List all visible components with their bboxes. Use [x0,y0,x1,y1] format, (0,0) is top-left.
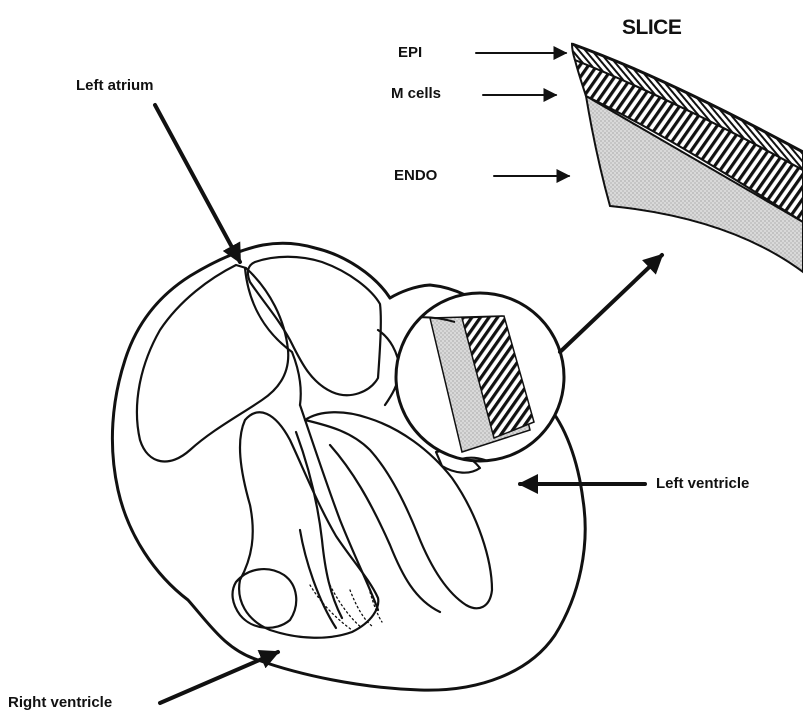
slice-enlargement [572,44,803,272]
right-atrium-cavity [137,265,288,461]
arrow-left-atrium [155,105,240,262]
left-atrium-cavity [248,257,381,395]
arrow-right-ventricle [160,652,278,703]
arrow-lens-to-slice [560,255,662,352]
endo-label: ENDO [394,168,437,183]
magnifier-lens [396,293,566,478]
slice-title: SLICE [622,17,681,38]
right-ventricle-cavity [239,412,378,637]
m-cells-label: M cells [391,86,441,101]
epi-label: EPI [398,45,422,60]
left-atrium-label: Left atrium [76,78,154,93]
left-ventricle-label: Left ventricle [656,476,749,491]
interventricular-septum [300,405,378,610]
chordae-line [300,530,336,628]
right-ventricle-label: Right ventricle [8,695,112,710]
